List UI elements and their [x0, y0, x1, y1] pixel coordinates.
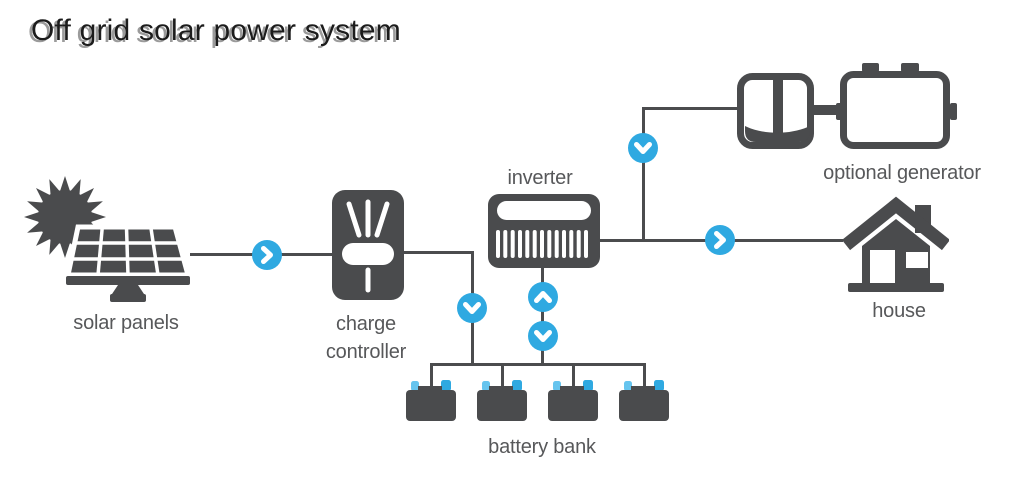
generator-icon — [737, 63, 957, 149]
solar-panels-icon — [24, 176, 192, 302]
battery-bank-label: battery bank — [488, 436, 596, 458]
wire-generator-down — [642, 107, 645, 242]
charge-controller-label: charge controller — [325, 313, 407, 363]
chevron-down-icon — [534, 330, 552, 342]
wire-controller-right — [403, 251, 474, 254]
wire-generator-horizontal — [642, 107, 740, 110]
house-icon — [843, 196, 949, 292]
flow-arrow-battery-to-inverter — [528, 282, 558, 312]
chevron-down-icon — [634, 142, 652, 154]
solar-panels-label: solar panels — [73, 312, 179, 334]
house-label: house — [872, 300, 926, 322]
wire-battery-drop-2 — [501, 363, 504, 388]
solar-panel-shape — [64, 224, 192, 302]
battery-icon — [477, 380, 527, 421]
flow-arrow-panels-to-controller — [252, 240, 282, 270]
charge-controller-icon — [332, 190, 404, 300]
inverter-icon — [488, 194, 600, 268]
flow-arrow-generator-down — [628, 133, 658, 163]
wire-battery-drop-1 — [430, 363, 433, 388]
wire-battery-bus — [430, 363, 646, 366]
wire-inverter-down — [541, 266, 544, 365]
battery-icon — [406, 380, 456, 421]
flow-arrow-to-house — [705, 225, 735, 255]
optional-generator-label: optional generator — [823, 162, 981, 184]
wire-battery-drop-4 — [643, 363, 646, 388]
chevron-right-icon — [714, 231, 726, 249]
inverter-label: inverter — [507, 167, 573, 189]
wire-battery-drop-3 — [572, 363, 575, 388]
flow-arrow-inverter-to-battery — [528, 321, 558, 351]
chevron-up-icon — [534, 291, 552, 303]
chevron-right-icon — [261, 246, 273, 264]
page-title: Off grid solar power system — [31, 14, 401, 47]
flow-arrow-controller-to-battery — [457, 293, 487, 323]
battery-icon — [548, 380, 598, 421]
battery-icon — [619, 380, 669, 421]
chevron-down-icon — [463, 302, 481, 314]
